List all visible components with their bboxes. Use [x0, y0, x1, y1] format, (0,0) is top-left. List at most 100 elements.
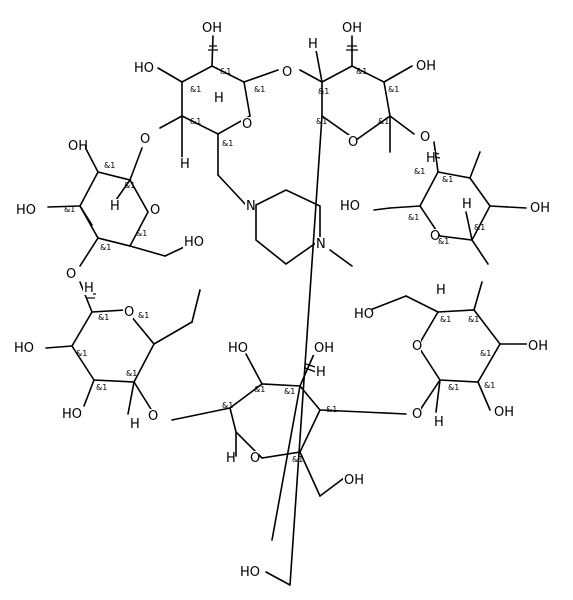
hydroxyl-left-label-5: HO — [340, 199, 360, 214]
stereo-label-30: &1 — [254, 385, 265, 394]
stereo-label-7: &1 — [388, 85, 399, 94]
hydrogen-label-10-bg — [435, 283, 445, 297]
glucose-ring-2 — [299, 35, 415, 153]
glucose-ring-3 — [47, 144, 196, 267]
oxygen-label-4-bg — [65, 267, 75, 281]
hydroxyl-left-label-3-bg — [61, 407, 79, 421]
oxygen-label-4: O — [66, 267, 76, 282]
oxygen-label-0-bg — [281, 65, 291, 79]
stereo-label-32: &1 — [326, 405, 337, 414]
oxygen-label-12: O — [348, 135, 358, 150]
hydroxyl-left-label-4: HO — [228, 341, 248, 356]
hydroxyl-label-1: OH — [342, 21, 362, 36]
hydrogen-label-8-bg — [425, 151, 435, 165]
oxygen-label-6-bg — [147, 409, 157, 423]
hydrogen-label-2: H — [180, 157, 190, 172]
crossing-bonds — [265, 115, 323, 586]
hydroxyl-label-7: OH — [344, 473, 364, 488]
oxygen-label-8: O — [412, 407, 422, 422]
stereo-label-15: &1 — [414, 167, 425, 176]
stereo-label-31: &1 — [284, 387, 295, 396]
oxygen-label-9-bg — [411, 339, 421, 353]
oxygen-label-7-bg — [249, 451, 259, 465]
oxygen-label-6: O — [148, 409, 158, 424]
hydroxyl-left-label-7: HO — [240, 565, 260, 580]
stereo-label-2: &1 — [254, 85, 265, 94]
hydroxyl-left-label-2: HO — [14, 341, 34, 356]
hydroxyl-label-0: OH — [202, 21, 222, 36]
nitrogen-label-1-bg — [315, 237, 325, 251]
stereo-label-34: &1 — [222, 401, 233, 410]
stereo-label-28: &1 — [484, 381, 495, 390]
oxygen-label-3-bg — [149, 203, 159, 217]
hydrogen-label-7-bg — [315, 365, 325, 379]
oxygen-label-8-bg — [411, 407, 421, 421]
glucose-ring-4 — [373, 141, 527, 265]
hydrogen-label-9: H — [462, 197, 472, 212]
stereo-label-21: &1 — [138, 311, 149, 320]
oxygen-label-5: O — [124, 305, 134, 320]
hydrogen-label-11-bg — [433, 415, 443, 429]
stereo-label-8: &1 — [378, 117, 389, 126]
hydroxyl-label-2-bg — [415, 59, 433, 73]
hydroxyl-left-label-6: HO — [354, 307, 374, 322]
piperazine-ring — [255, 189, 353, 267]
oxygen-label-10: O — [430, 229, 440, 244]
hydroxyl-left-label-1-bg — [15, 203, 33, 217]
oxygen-label-11: O — [420, 130, 430, 145]
stereo-label-10: &1 — [104, 161, 115, 170]
hydroxyl-label-3-bg — [529, 201, 547, 215]
stereo-label-4: &1 — [190, 117, 201, 126]
hydroxyl-label-6-bg — [313, 341, 331, 355]
oxygen-label-11-bg — [419, 130, 429, 144]
oxygen-label-5-bg — [123, 305, 133, 319]
hydrogen-label-6-bg — [225, 451, 235, 465]
hydroxyl-left-label-2-bg — [13, 341, 31, 355]
oxygen-label-1: O — [242, 117, 252, 132]
hydroxyl-label-4: OH — [528, 339, 548, 354]
hydroxyl-left-label-0: HO — [134, 61, 154, 76]
hydrogen-label-0-bg — [213, 91, 223, 105]
hydroxyl-label-0-bg — [201, 21, 219, 35]
stereo-label-6: &1 — [356, 67, 367, 76]
nitrogen-label-0-bg — [245, 199, 255, 213]
oxygen-label-10-bg — [429, 229, 439, 243]
hydrogen-label-5: H — [130, 417, 140, 432]
stereo-label-1: &1 — [220, 67, 231, 76]
oxygen-label-7: O — [250, 451, 260, 466]
glucose-ring-1 — [157, 35, 279, 206]
hydrogen-label-10: H — [436, 283, 446, 298]
stereo-label-12: &1 — [64, 205, 75, 214]
hydrogen-label-6: H — [226, 451, 236, 466]
hydroxyl-left-label-5-bg — [339, 199, 357, 213]
stereo-label-20: &1 — [98, 313, 109, 322]
hydroxyl-label-4-bg — [527, 339, 545, 353]
hydroxyl-label-8: OH — [68, 139, 88, 154]
hydrogen-label-4: H — [84, 281, 94, 296]
hydroxyl-left-label-8: HO — [184, 235, 204, 250]
stereo-label-25: &1 — [440, 315, 451, 324]
hydrogen-label-4-bg — [83, 281, 93, 295]
hydrogen-label-3-bg — [109, 199, 119, 213]
glucose-ring-7 — [171, 353, 407, 497]
hydrogen-label-1: H — [308, 37, 318, 52]
hydrogen-label-0: H — [214, 91, 224, 106]
hydroxyl-left-label-8-bg — [183, 235, 201, 249]
stereo-label-33: &1 — [292, 455, 303, 464]
hydroxyl-left-label-6-bg — [353, 307, 371, 321]
hydroxyl-label-8-bg — [67, 139, 85, 153]
stereo-label-24: &1 — [96, 383, 107, 392]
stereo-label-11: &1 — [124, 181, 135, 190]
hydrogen-label-8: H — [426, 151, 436, 166]
hydroxyl-left-label-7-bg — [239, 565, 257, 579]
stereo-label-13: &1 — [136, 229, 147, 238]
hydrogen-label-7: H — [316, 365, 326, 380]
hydroxyl-left-label-3: HO — [62, 407, 82, 422]
hydrogen-label-1-bg — [307, 37, 317, 51]
glucose-ring-5 — [45, 281, 201, 415]
stereo-label-23: &1 — [126, 369, 137, 378]
hydroxyl-label-5-bg — [493, 405, 511, 419]
